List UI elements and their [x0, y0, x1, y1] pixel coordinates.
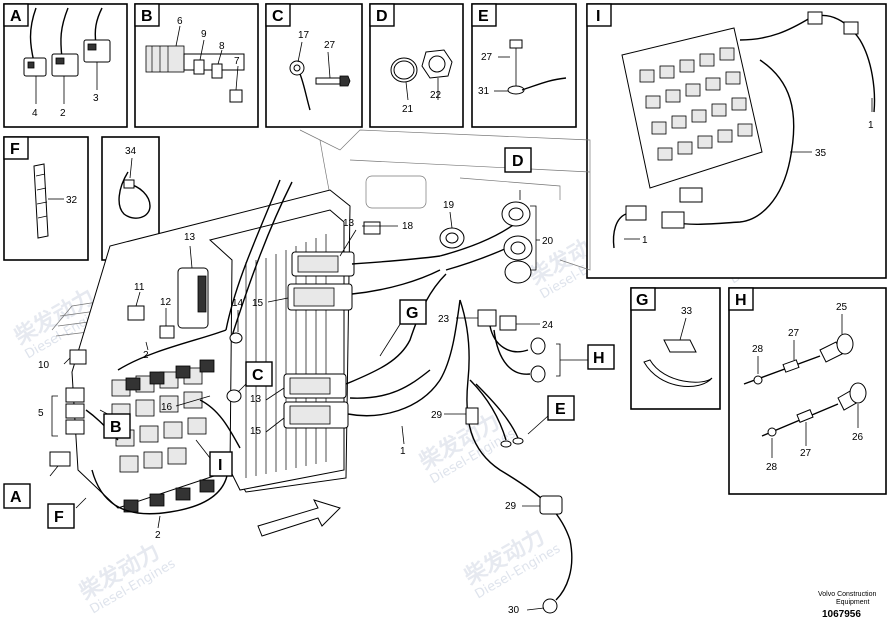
callout: 10	[38, 360, 50, 371]
callout: 15	[250, 426, 262, 437]
callout: 6	[177, 16, 183, 27]
tag-g: G	[406, 305, 418, 322]
callout: 20	[542, 236, 554, 247]
tag-c: C	[252, 367, 264, 384]
callout: 29	[505, 501, 517, 512]
tag-e: E	[555, 401, 566, 418]
tag-d: D	[512, 153, 524, 170]
relay-block	[111, 367, 207, 473]
panel-tag: F	[10, 141, 20, 158]
panel-a: A 4 2 3	[3, 3, 128, 128]
panel-h: H 25 27 28 26 27 28	[728, 287, 887, 495]
callout: 8	[219, 41, 225, 52]
relay-grid	[639, 47, 753, 161]
callout: 27	[788, 328, 800, 339]
callout: 31	[478, 86, 490, 97]
callout: 24	[542, 320, 554, 331]
callout: 22	[430, 90, 442, 101]
credit-line2: Equipment	[836, 599, 870, 606]
callout: 29	[431, 410, 443, 421]
callout: 25	[836, 302, 848, 313]
callout: 4	[32, 108, 38, 119]
panel-i: I	[586, 3, 887, 279]
panel-tag: B	[141, 8, 153, 25]
panel-tag: I	[596, 8, 600, 25]
callout: 34	[125, 146, 137, 157]
callout: 14	[232, 298, 244, 309]
callout: 11	[134, 282, 145, 293]
callout: 15	[252, 298, 264, 309]
callout: 32	[66, 195, 78, 206]
panel-tag: C	[272, 8, 284, 25]
callout: 1	[400, 446, 406, 457]
callout: 13	[343, 218, 355, 229]
callout: 28	[752, 344, 764, 355]
callout: 2	[60, 108, 66, 119]
callout: 3	[93, 93, 99, 104]
callout: 7	[234, 56, 240, 67]
callout: 17	[298, 30, 310, 41]
tag-i: I	[218, 457, 222, 474]
drawing-code: 1067956	[822, 609, 861, 620]
panel-e: E 27 31	[471, 3, 577, 128]
panel-tag: H	[735, 292, 747, 309]
credit-line1: Volvo Construction	[818, 591, 876, 598]
callout: 23	[438, 314, 450, 325]
callout: 27	[324, 40, 336, 51]
callout: 33	[681, 306, 693, 317]
callout: 13	[250, 394, 262, 405]
panel-c: C 17 27	[265, 3, 363, 128]
callout: 19	[443, 200, 455, 211]
callout: 27	[800, 448, 812, 459]
panel-tag: G	[636, 292, 648, 309]
callout: 1	[642, 235, 648, 246]
callout: 35	[815, 148, 827, 159]
callout: 1	[868, 120, 874, 131]
callout: 5	[38, 408, 44, 419]
callout: 12	[160, 297, 172, 308]
callout: 13	[184, 232, 196, 243]
callout: 28	[766, 462, 778, 473]
panel-tag: D	[376, 8, 388, 25]
main-illustration: D C G B I A F H E 13 18 19 20 15 13 11 1…	[3, 129, 615, 616]
panel-tag: A	[10, 8, 22, 25]
callout: 16	[161, 402, 173, 413]
panel-f: F 32	[3, 136, 89, 261]
callout: 2	[155, 530, 161, 541]
panel-b: B 6 9 8 7	[134, 3, 259, 128]
tag-h: H	[593, 350, 605, 367]
callout: 2	[143, 350, 149, 361]
panel-d: D 21 22	[369, 3, 464, 128]
callout: 18	[402, 221, 414, 232]
callout: 30	[508, 605, 520, 616]
callout: 26	[852, 432, 864, 443]
callout: 21	[402, 104, 414, 115]
panel-g: G 33	[630, 287, 721, 410]
tag-f: F	[54, 509, 64, 526]
callout: 27	[481, 52, 493, 63]
panel-tag: E	[478, 8, 489, 25]
credit-block: Volvo Construction Equipment 1067956	[818, 591, 876, 620]
tag-b: B	[110, 419, 122, 436]
callout: 9	[201, 29, 207, 40]
tag-a: A	[10, 489, 22, 506]
